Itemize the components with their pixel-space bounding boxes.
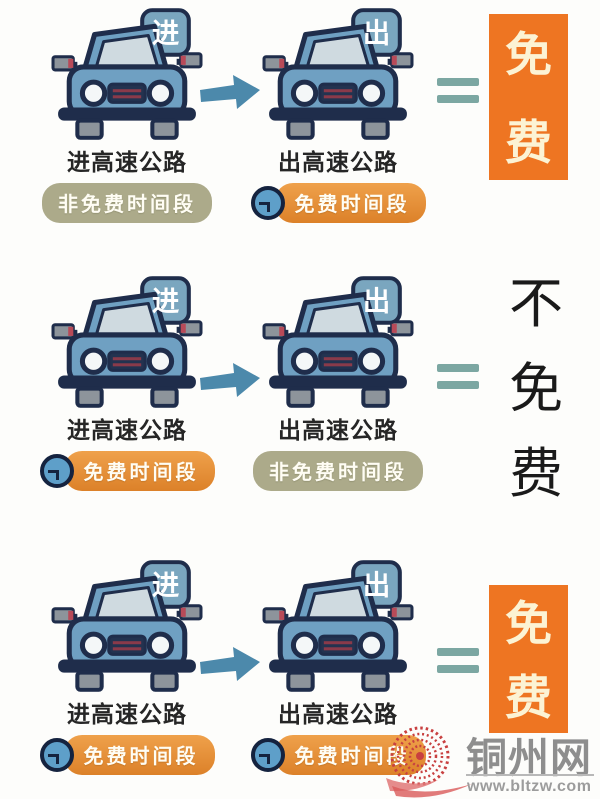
- enter-highway-group: 进 进高速公路 免费时间段: [32, 276, 222, 491]
- rule-row-2: 进 进高速公路 免费时间段 出 出高速公路 非免费时间段 不 免 费: [0, 276, 600, 508]
- result-char: 费: [505, 671, 552, 724]
- car-exit-icon: 出: [262, 276, 414, 408]
- enter-highway-group: 进 进高速公路 免费时间段: [32, 560, 222, 775]
- exit-highway-group: 出 出高速公路 免费时间段: [243, 560, 433, 775]
- entry-sign-char: 进: [152, 286, 180, 317]
- seal-icon: [386, 726, 472, 798]
- result-char: 免: [509, 359, 563, 419]
- clock-icon: [39, 738, 74, 772]
- free-period-badge: 免费时间段: [63, 735, 215, 775]
- clock-icon: [250, 738, 285, 772]
- nonfree-period-badge: 非免费时间段: [253, 451, 423, 491]
- watermark: 铜州网 www.bltzw.com: [384, 722, 600, 799]
- exit-highway-group: 出 出高速公路 免费时间段: [243, 8, 433, 223]
- time-badge: 免费时间段: [250, 735, 426, 775]
- site-name: 铜州网: [466, 735, 592, 781]
- result-free-box: 免 费: [489, 14, 568, 180]
- enter-highway-label: 进高速公路: [67, 149, 187, 175]
- free-period-badge: 免费时间段: [274, 735, 426, 775]
- car-enter-icon: 进: [51, 560, 203, 692]
- time-badge: 免费时间段: [250, 183, 426, 223]
- result-char: 费: [509, 444, 563, 504]
- result-char: 免: [505, 28, 552, 81]
- result-char: 免: [505, 597, 552, 650]
- rule-row-3: 进 进高速公路 免费时间段 出 出高速公路 免费时间段 免 费: [0, 560, 600, 792]
- entry-sign-char: 进: [152, 570, 180, 601]
- car-enter-icon: 进: [51, 8, 203, 140]
- free-period-badge: 免费时间段: [63, 451, 215, 491]
- equals-icon: [437, 364, 479, 398]
- result-char: 费: [505, 116, 552, 169]
- equals-icon: [437, 648, 479, 682]
- result-char: 不: [509, 274, 563, 334]
- nonfree-period-badge: 非免费时间段: [42, 183, 212, 223]
- entry-sign-char: 进: [152, 18, 180, 49]
- rule-row-1: 进 进高速公路 非免费时间段 出 出高速公路 免费时间段 免 费: [0, 8, 600, 240]
- time-badge: 免费时间段: [39, 451, 215, 491]
- exit-sign-char: 出: [363, 570, 390, 601]
- site-url: www.bltzw.com: [467, 778, 592, 795]
- enter-highway-label: 进高速公路: [67, 701, 187, 727]
- time-badge: 非免费时间段: [42, 183, 212, 223]
- free-period-badge: 免费时间段: [274, 183, 426, 223]
- result-free-box: 免 费: [489, 585, 568, 733]
- exit-highway-label: 出高速公路: [278, 149, 398, 175]
- exit-highway-label: 出高速公路: [278, 701, 398, 727]
- enter-highway-group: 进 进高速公路 非免费时间段: [32, 8, 222, 223]
- enter-highway-label: 进高速公路: [67, 417, 187, 443]
- exit-highway-group: 出 出高速公路 非免费时间段: [243, 276, 433, 491]
- clock-icon: [39, 454, 74, 488]
- exit-highway-label: 出高速公路: [278, 417, 398, 443]
- time-badge: 免费时间段: [39, 735, 215, 775]
- equals-icon: [437, 78, 479, 112]
- result-not-free-text: 不 免 费: [496, 277, 576, 501]
- clock-icon: [250, 186, 285, 220]
- car-exit-icon: 出: [262, 560, 414, 692]
- time-badge: 非免费时间段: [253, 451, 423, 491]
- exit-sign-char: 出: [363, 286, 390, 317]
- car-enter-icon: 进: [51, 276, 203, 408]
- car-exit-icon: 出: [262, 8, 414, 140]
- watermark-divider: [466, 774, 594, 776]
- exit-sign-char: 出: [363, 18, 390, 49]
